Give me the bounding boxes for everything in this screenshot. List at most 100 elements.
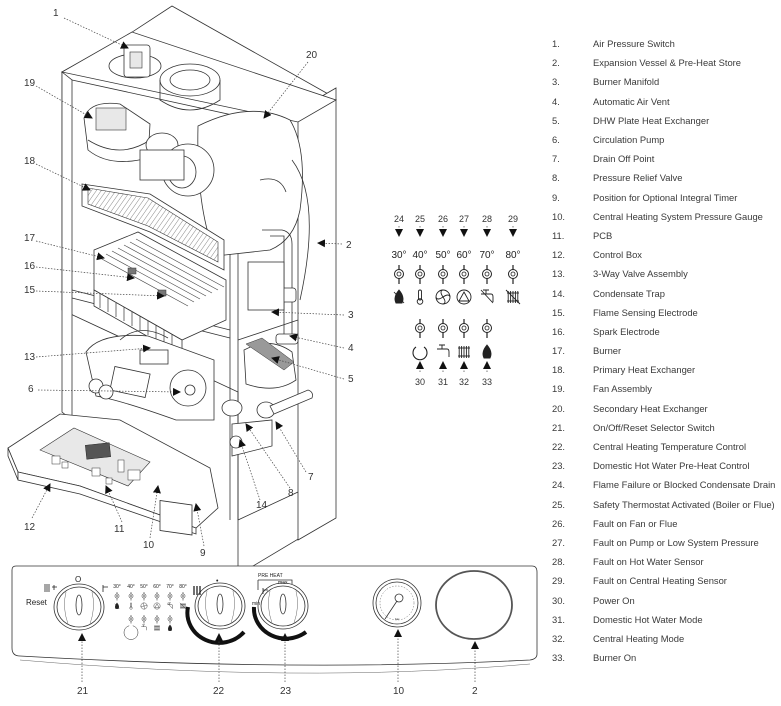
mini-temperature-label: 50°	[140, 584, 148, 590]
callout-18: 18	[24, 156, 36, 167]
callout-17: 17	[24, 233, 36, 244]
temperature-label: 30°	[391, 250, 406, 261]
fault-number: 25	[415, 214, 425, 224]
legend-number: 23.	[552, 460, 566, 472]
expansion-vessel-window	[435, 570, 513, 640]
thermometer-icon	[416, 289, 424, 305]
ch-temperature-knob[interactable]	[185, 582, 246, 645]
legend-number: 30.	[552, 594, 566, 606]
callout-16: 16	[24, 261, 36, 272]
legend-label: On/Off/Reset Selector Switch	[593, 421, 715, 433]
legend-number: 4.	[552, 95, 560, 107]
hydraulic-block	[85, 330, 215, 421]
legend-label: Fault on Pump or Low System Pressure	[593, 536, 759, 548]
legend-item: 2. Expansion Vessel & Pre-Heat Store	[552, 53, 781, 72]
mini-led-icon	[167, 614, 173, 624]
legend-item: 29.Fault on Central Heating Sensor	[552, 571, 781, 590]
callout-4: 4	[348, 343, 354, 354]
led-icon	[482, 319, 492, 338]
callout-14: 14	[256, 500, 268, 511]
pump-icon	[153, 602, 161, 610]
mini-led-icon	[114, 591, 120, 601]
legend-number: 26.	[552, 517, 566, 529]
legend-item: 10.Central Heating System Pressure Gauge	[552, 207, 781, 226]
off-symbol: O	[75, 575, 81, 584]
fault-number: 24	[394, 214, 404, 224]
legend-label: Secondary Heat Exchanger	[593, 402, 708, 414]
legend-item: 5.DHW Plate Heat Exchanger	[552, 111, 781, 130]
status-number: 32	[459, 377, 469, 387]
pressure-gauge: bar	[372, 578, 422, 628]
callout-6: 6	[28, 384, 34, 395]
power-icon	[412, 346, 428, 361]
legend-label: Control Box	[593, 249, 642, 261]
legend-number: 21.	[552, 421, 566, 433]
legend-number: 6.	[552, 134, 560, 146]
mini-led-icon	[180, 591, 186, 601]
flame-crossed-icon	[393, 289, 405, 304]
legend-label: Power On	[593, 594, 635, 606]
legend-number: 27.	[552, 536, 566, 548]
legend-label: Automatic Air Vent	[593, 95, 670, 107]
legend-label: Fault on Hot Water Sensor	[593, 556, 704, 568]
svg-text:bar: bar	[395, 617, 399, 621]
flame-crossed-icon	[114, 602, 120, 609]
mini-led-icon	[128, 614, 134, 624]
legend-number: 5.	[552, 114, 560, 126]
legend-item: 3.Burner Manifold	[552, 72, 781, 91]
legend-item: 25.Safety Thermostat Activated (Boiler o…	[552, 495, 781, 514]
legend-label: Fan Assembly	[593, 383, 652, 395]
legend-label: Fault on Fan or Flue	[593, 517, 678, 529]
callout-13: 13	[24, 352, 36, 363]
tap-icon	[262, 588, 268, 594]
callout-12: 12	[24, 522, 36, 533]
callout-7: 7	[308, 472, 314, 483]
legend-item: 14.Condensate Trap	[552, 283, 781, 302]
legend-number: 22.	[552, 441, 566, 453]
legend-number: 18.	[552, 364, 566, 376]
radiator-crossed-icon	[179, 602, 187, 610]
legend-item: 1.Air Pressure Switch	[552, 34, 781, 53]
callout-8: 8	[288, 488, 294, 499]
thermometer-icon	[129, 602, 133, 610]
fault-number: 26	[438, 214, 448, 224]
legend-item: 12.Control Box	[552, 245, 781, 264]
legend-number: 20.	[552, 402, 566, 414]
mini-temperature-label: 30°	[113, 584, 121, 590]
status-number: 33	[482, 377, 492, 387]
fan-icon	[140, 602, 148, 610]
legend-number: 15.	[552, 306, 566, 318]
tap-crossed-icon	[480, 289, 494, 304]
legend-item: 33.Burner On	[552, 648, 781, 667]
legend-number: 25.	[552, 498, 566, 510]
fault-number: 29	[508, 214, 518, 224]
legend-label: Pressure Relief Valve	[593, 172, 683, 184]
legend-number: 17.	[552, 345, 566, 357]
callout-23: 23	[280, 686, 292, 697]
legend-label: 3-Way Valve Assembly	[593, 268, 688, 280]
legend-number: 32.	[552, 632, 566, 644]
legend-number: 24.	[552, 479, 566, 491]
legend-number: 2.	[552, 57, 560, 69]
legend-item: 9.Position for Optional Integral Timer	[552, 188, 781, 207]
fault-number: 28	[482, 214, 492, 224]
dhw-preheat-knob[interactable]	[251, 582, 309, 641]
callout-5: 5	[348, 374, 354, 385]
legend-label: Expansion Vessel & Pre-Heat Store	[593, 57, 741, 69]
selector-switch-knob[interactable]	[53, 583, 105, 631]
temperature-label: 60°	[456, 250, 471, 261]
led-icon	[459, 265, 469, 284]
legend-item: 23.Domestic Hot Water Pre-Heat Control	[552, 456, 781, 475]
callout-2: 2	[346, 240, 352, 251]
callout-21: 21	[77, 686, 89, 697]
legend-label: Drain Off Point	[593, 153, 655, 165]
legend-number: 28.	[552, 556, 566, 568]
callout-19: 19	[24, 78, 36, 89]
callout-20: 20	[306, 50, 318, 61]
legend-label: Burner Manifold	[593, 76, 660, 88]
callout-1: 1	[53, 8, 59, 19]
legend-item: 22.Central Heating Temperature Control	[552, 437, 781, 456]
radiator-crossed-icon	[505, 289, 521, 305]
callout-15: 15	[24, 285, 36, 296]
